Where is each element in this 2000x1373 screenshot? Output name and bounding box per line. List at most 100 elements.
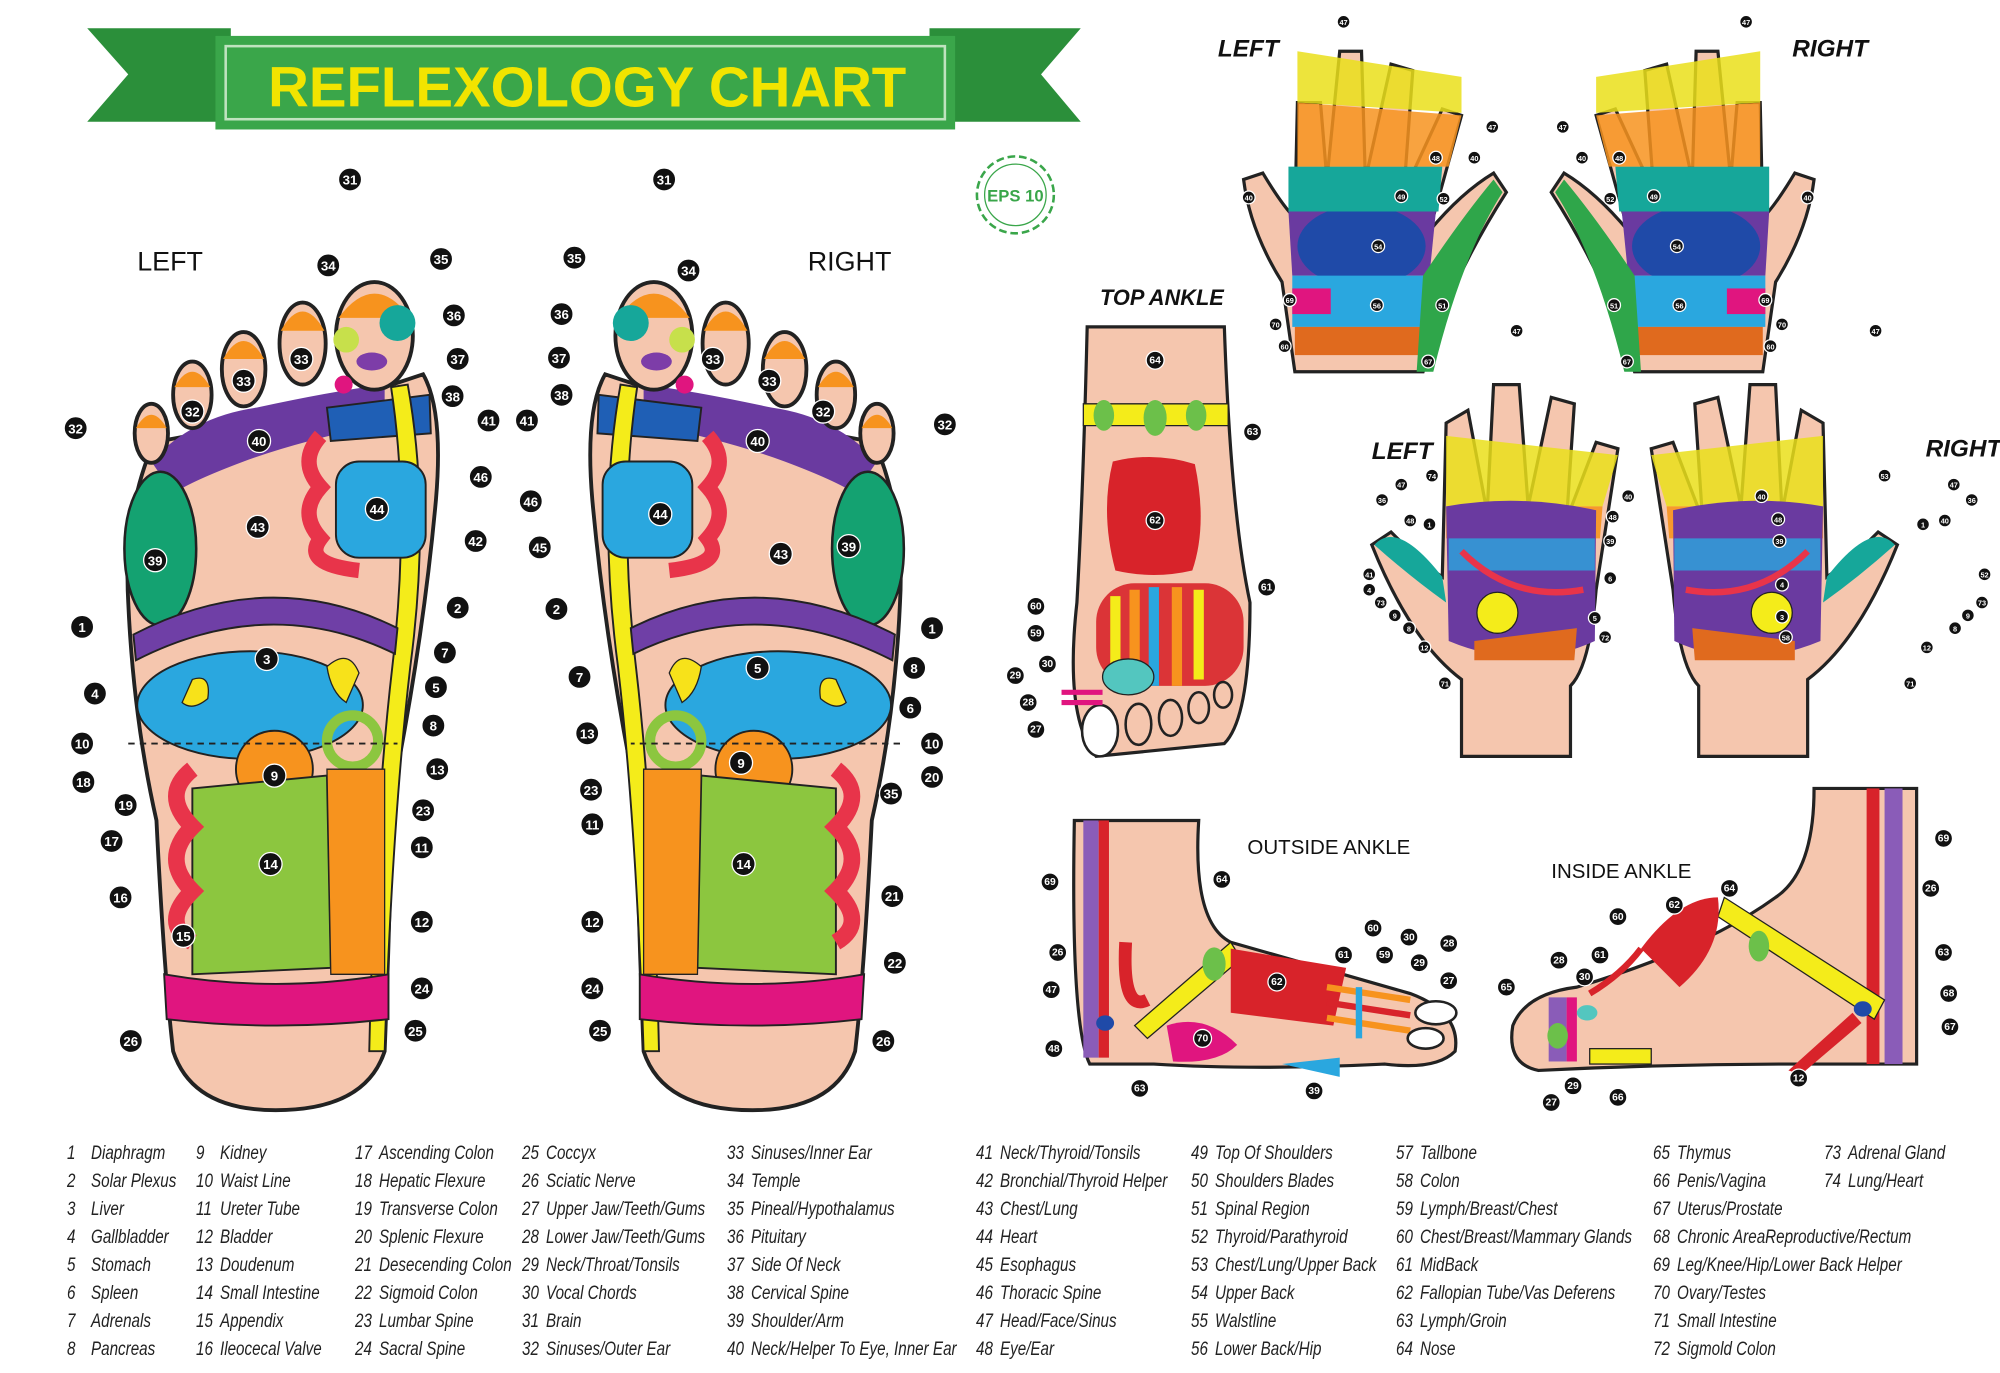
marker-number: 47: [1488, 123, 1496, 132]
outside-ankle-marker-30: 30: [1399, 927, 1419, 947]
palm-right-marker-40: 40: [1754, 489, 1769, 504]
palm-left-marker-40: 40: [1621, 489, 1636, 504]
marker-circle: [1387, 608, 1402, 623]
hand-back-left-marker-56: 56: [1369, 298, 1384, 313]
legend-number: 70: [1653, 1283, 1670, 1304]
marker-circle: [1212, 869, 1232, 890]
marker-circle: [1933, 942, 1954, 963]
palm-left-marker-1: 1: [1422, 517, 1437, 532]
legend-label: Cervical Spine: [751, 1283, 849, 1304]
inside-ankle-marker-29: 29: [1563, 1076, 1583, 1096]
marker-circle: [768, 541, 793, 566]
marker-number: 70: [1197, 1034, 1209, 1045]
inside-ankle-marker-68: 68: [1939, 983, 1959, 1004]
marker-circle: [1574, 967, 1595, 987]
hand-back-left-marker-49: 49: [1394, 189, 1409, 204]
svg-text:EPS 10: EPS 10: [987, 186, 1043, 205]
legend-label: Colon: [1420, 1171, 1460, 1192]
marker-circle: [69, 614, 95, 640]
marker-circle: [1587, 610, 1602, 625]
right-foot-marker-13: 13: [575, 721, 600, 746]
left-foot-marker-3: 3: [254, 646, 279, 672]
palm-right-marker-12: 12: [1919, 640, 1934, 655]
outside-ankle-marker-61: 61: [1333, 945, 1354, 965]
legend-label: Neck/Thyroid/Tonsils: [1000, 1143, 1141, 1164]
right-foot-marker-6: 6: [898, 695, 923, 720]
marker-number: 16: [113, 891, 128, 906]
left-foot-marker-10: 10: [69, 731, 95, 756]
legend-label: Coccyx: [546, 1143, 596, 1164]
right-foot-marker-26: 26: [871, 1028, 896, 1054]
marker-number: 32: [68, 421, 83, 436]
marker-number: 51: [1438, 301, 1446, 310]
left-foot-marker-12: 12: [409, 909, 435, 934]
marker-circle: [1257, 577, 1277, 597]
marker-number: 12: [414, 915, 429, 930]
marker-number: 46: [523, 494, 538, 509]
outside-ankle-marker-59: 59: [1374, 945, 1395, 965]
inside-ankle-marker-64: 64: [1719, 878, 1740, 899]
marker-number: 52: [1980, 570, 1988, 579]
legend-label: Head/Face/Sinus: [1000, 1311, 1117, 1332]
marker-circle: [878, 781, 904, 806]
outside-ankle-marker-63: 63: [1130, 1078, 1150, 1099]
marker-number: 69: [1044, 877, 1056, 888]
top-ankle-marker-28: 28: [1018, 692, 1038, 713]
marker-circle: [316, 253, 341, 278]
marker-number: 29: [1567, 1081, 1579, 1092]
marker-number: 7: [441, 646, 448, 661]
left-foot-marker-23: 23: [410, 798, 436, 823]
legend-label: Sacral Spine: [379, 1339, 466, 1360]
right-foot-marker-46: 46: [518, 489, 543, 514]
marker-circle: [1919, 640, 1934, 655]
right-foot-marker-23: 23: [578, 777, 604, 802]
legend-label: Neck/Helper To Eye, Inner Ear: [751, 1339, 957, 1360]
marker-number: 56: [1373, 301, 1381, 310]
marker-number: 45: [532, 541, 547, 556]
marker-number: 40: [1245, 194, 1253, 203]
legend-number: 4: [67, 1227, 76, 1248]
top-ankle-marker-29: 29: [1005, 665, 1025, 686]
marker-number: 4: [1780, 581, 1785, 590]
hand-back-right-marker-60: 60: [1763, 339, 1778, 354]
marker-circle: [1549, 950, 1569, 970]
legend-label: Sinuses/Outer Ear: [546, 1339, 671, 1360]
marker-number: 1: [1921, 520, 1925, 529]
legend-number: 19: [355, 1199, 372, 1220]
marker-number: 3: [263, 652, 270, 667]
legend-number: 3: [67, 1199, 76, 1220]
top-ankle-marker-61: 61: [1257, 577, 1277, 597]
legend-label: Splenic Flexure: [379, 1227, 484, 1248]
marker-number: 63: [1134, 1084, 1146, 1095]
palm-right-marker-8: 8: [1948, 621, 1963, 636]
marker-number: 47: [1871, 327, 1879, 336]
marker-circle: [1409, 953, 1429, 973]
legend-label: Heart: [1000, 1227, 1038, 1248]
marker-circle: [1399, 927, 1419, 947]
marker-number: 59: [1379, 950, 1391, 961]
legend-label: Chest/Lung/Upper Back: [1215, 1255, 1377, 1276]
marker-number: 34: [321, 259, 336, 274]
marker-number: 41: [481, 414, 496, 429]
marker-number: 9: [737, 756, 744, 771]
hand-back-left-marker-48: 48: [1428, 150, 1443, 165]
legend-number: 9: [196, 1143, 205, 1164]
hand-back-right-marker-48: 48: [1612, 150, 1627, 165]
legend-label: Appendix: [220, 1311, 284, 1332]
marker-circle: [1964, 492, 1979, 508]
legend-number: 48: [976, 1339, 993, 1360]
marker-circle: [1467, 150, 1482, 165]
marker-circle: [745, 428, 770, 454]
